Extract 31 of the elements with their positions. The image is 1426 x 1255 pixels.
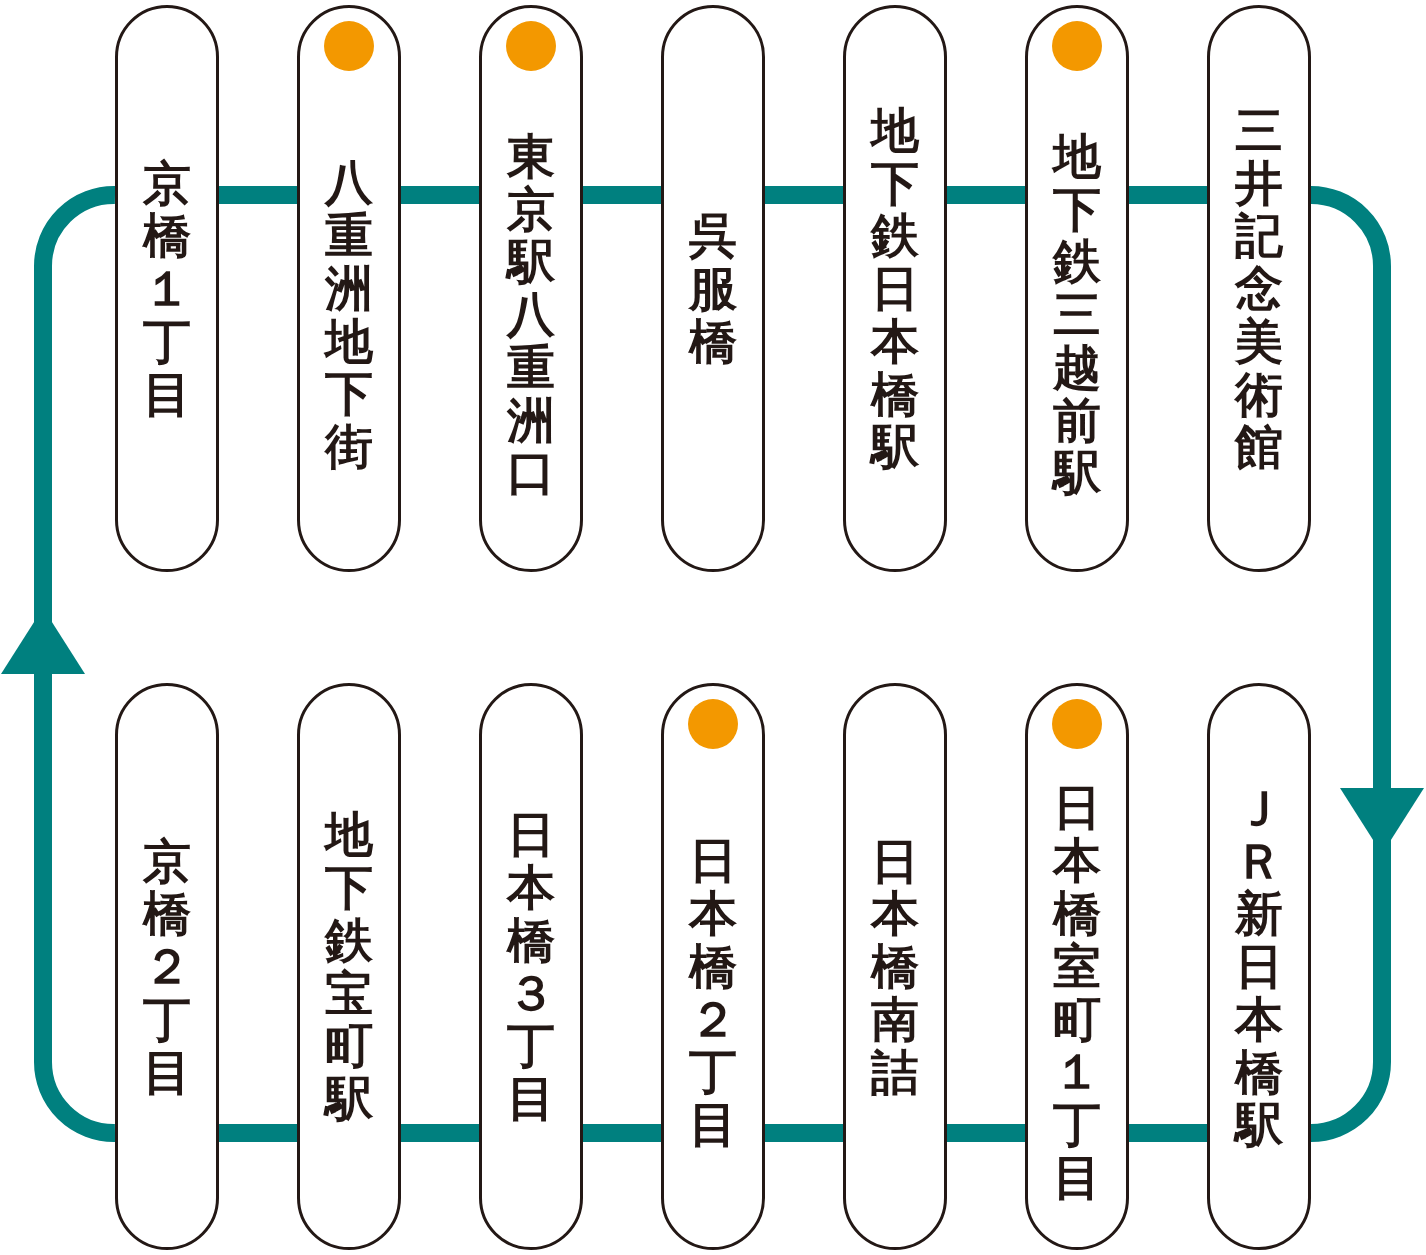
- station-name: 京橋２丁目: [143, 834, 191, 1099]
- route-line: [219, 1124, 297, 1142]
- station-name: 地下鉄三越前駅: [1053, 129, 1101, 500]
- route-line: [401, 186, 479, 204]
- station-name: 日本橋室町１丁目: [1053, 781, 1101, 1204]
- station-name: 地下鉄日本橋駅: [871, 103, 919, 474]
- station-name: 三井記念美術館: [1235, 103, 1283, 474]
- route-line: [401, 1124, 479, 1142]
- station-marker: [1052, 699, 1102, 749]
- route-line: [583, 186, 661, 204]
- route-line: [1129, 1124, 1207, 1142]
- route-line: [1129, 186, 1207, 204]
- station-name: 日本橋南詰: [871, 834, 919, 1099]
- station-name: 東京駅八重洲口: [507, 129, 555, 500]
- station-marker: [506, 21, 556, 71]
- route-line: [219, 186, 297, 204]
- route-line: [765, 186, 843, 204]
- route-line: [947, 186, 1025, 204]
- station-name: 日本橋２丁目: [689, 834, 737, 1151]
- station-name: 日本橋３丁目: [507, 808, 555, 1125]
- route-line: [583, 1124, 661, 1142]
- station-name: ＪＲ新日本橋駅: [1235, 781, 1283, 1152]
- station-name: 八重洲地下街: [325, 156, 373, 473]
- station-marker: [688, 699, 738, 749]
- station-marker: [324, 21, 374, 71]
- route-line: [765, 1124, 843, 1142]
- station-name: 呉服橋: [689, 209, 737, 368]
- route-line: [947, 1124, 1025, 1142]
- station-marker: [1052, 21, 1102, 71]
- station-name: 京橋１丁目: [143, 156, 191, 421]
- station-name: 地下鉄宝町駅: [325, 808, 373, 1125]
